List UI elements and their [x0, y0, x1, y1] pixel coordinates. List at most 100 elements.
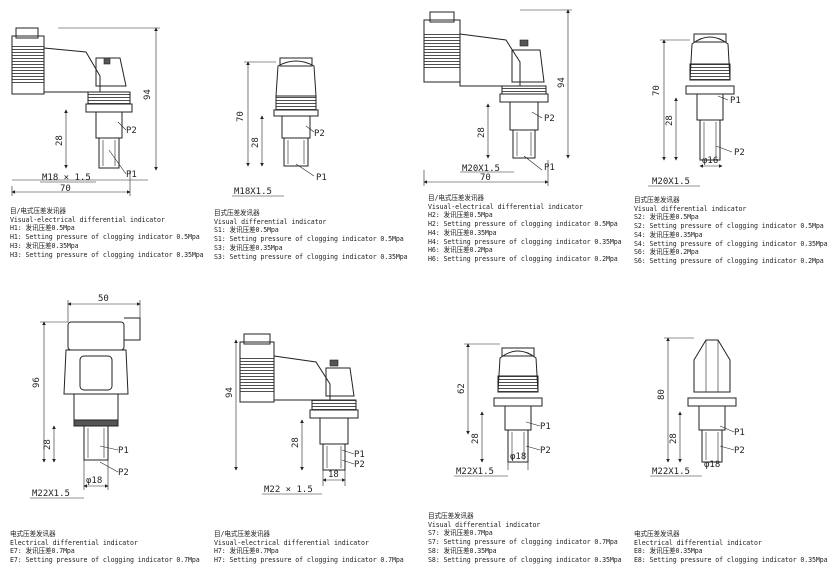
caption-line: 目/电式压差发讯器	[428, 194, 484, 202]
caption-line: S7: 发讯压差0.7Mpa	[428, 529, 493, 538]
caption-line: 电式压差发讯器	[634, 530, 680, 538]
d7-dia: φ18	[510, 452, 526, 462]
caption-line: S2: Setting pressure of clogging indicat…	[634, 222, 824, 231]
d6-h2: 28	[291, 437, 301, 448]
d1-height: 94	[143, 89, 153, 100]
d6-height: 94	[225, 387, 235, 398]
caption-line: H7: Setting pressure of clogging indicat…	[214, 556, 404, 565]
d1-width: 70	[60, 184, 71, 194]
caption-line: S1: 发讯压差0.5Mpa	[214, 226, 279, 235]
caption-line: S2: 发讯压差0.5Mpa	[634, 213, 699, 222]
d1-thread: M18 × 1.5	[42, 173, 91, 183]
d8-h2: 28	[669, 433, 679, 444]
d5-height: 96	[32, 377, 42, 388]
drawing-5-electrical-indicator	[30, 300, 141, 499]
caption-line: 目式压差发讯器	[634, 196, 680, 204]
d8-p1: P1	[734, 428, 745, 438]
caption-drawing-6: 目/电式压差发讯器 Visual-electrical differential…	[214, 530, 404, 565]
caption-line: Visual differential indicator	[214, 217, 327, 226]
caption-line: S7: Setting pressure of clogging indicat…	[428, 538, 618, 547]
caption-line: S6: Setting pressure of clogging indicat…	[634, 256, 824, 265]
caption-line: S4: 发讯压差0.35Mpa	[634, 230, 703, 239]
d8-height: 80	[657, 389, 667, 400]
caption-line: S3: 发讯压差0.35Mpa	[214, 243, 283, 252]
caption-line: H1: Setting pressure of clogging indicat…	[10, 233, 200, 242]
d7-p1: P1	[540, 422, 551, 432]
drawing-1-visual-electrical-indicator	[11, 27, 160, 196]
caption-line: S8: 发讯压差0.35Mpa	[428, 546, 497, 555]
d3-height: 94	[557, 77, 567, 88]
d1-p2: P2	[126, 126, 137, 136]
caption-line: 电式压差发讯器	[10, 530, 56, 538]
dimension-labels: 94 28 70 M18 × 1.5 P2 P1 70 28 M18X1.5 P…	[32, 77, 745, 499]
caption-line: H6: 发讯压差0.2Mpa	[428, 246, 493, 255]
d4-p2: P2	[734, 148, 745, 158]
d6-p1: P1	[354, 450, 365, 460]
caption-drawing-8: 电式压差发讯器 Electrical differential indicato…	[634, 530, 828, 565]
caption-drawing-7: 目式压差发讯器 Visual differential indicator S7…	[428, 512, 622, 564]
caption-line: H4: 发讯压差0.35Mpa	[428, 228, 497, 237]
drawing-7-visual-indicator	[454, 343, 543, 477]
caption-line: Visual-electrical differential indicator	[428, 202, 583, 211]
d5-p1: P1	[118, 446, 129, 456]
caption-drawing-3: 目/电式压差发讯器 Visual-electrical differential…	[428, 194, 622, 264]
caption-line: S4: Setting pressure of clogging indicat…	[634, 239, 828, 248]
d8-p2: P2	[734, 446, 745, 456]
d2-thread: M18X1.5	[234, 187, 272, 197]
d4-height: 70	[652, 85, 662, 96]
drawing-4-visual-indicator	[648, 33, 735, 187]
d3-p2: P2	[544, 114, 555, 124]
d1-p1: P1	[126, 170, 137, 180]
d4-dia: φ16	[702, 156, 718, 166]
d4-h2: 28	[665, 115, 675, 126]
caption-line: Visual-electrical differential indicator	[10, 215, 165, 224]
caption-line: H1: 发讯压差0.5Mpa	[10, 224, 75, 233]
drawing-6-visual-electrical-indicator	[234, 333, 359, 495]
d6-p2: P2	[354, 460, 365, 470]
d8-dia: φ18	[704, 460, 720, 470]
caption-line: E7: Setting pressure of clogging indicat…	[10, 556, 200, 565]
d7-h2: 28	[471, 433, 481, 444]
caption-drawing-4: 目式压差发讯器 Visual differential indicator S2…	[634, 196, 828, 266]
caption-line: Electrical differential indicator	[634, 538, 762, 547]
caption-line: H3: 发讯压差0.35Mpa	[10, 241, 79, 250]
caption-line: Electrical differential indicator	[10, 538, 138, 547]
d5-h2: 28	[43, 439, 53, 450]
d1-h2: 28	[55, 135, 65, 146]
caption-line: E8: 发讯压差0.35Mpa	[634, 547, 703, 556]
caption-line: S8: Setting pressure of clogging indicat…	[428, 555, 622, 564]
d4-thread: M20X1.5	[652, 177, 690, 187]
drawing-2-visual-indicator	[232, 57, 319, 197]
d5-thread: M22X1.5	[32, 489, 70, 499]
d3-h2: 28	[477, 127, 487, 138]
d6-thread: M22 × 1.5	[264, 485, 313, 495]
d3-thread: M20X1.5	[462, 164, 500, 174]
caption-line: S1: Setting pressure of clogging indicat…	[214, 235, 404, 244]
d2-p2: P2	[314, 129, 325, 139]
caption-line: Visual-electrical differential indicator	[214, 538, 369, 547]
d5-p2: P2	[118, 468, 129, 478]
d7-height: 62	[457, 383, 467, 394]
d5-dia: φ18	[86, 476, 102, 486]
caption-line: E8: Setting pressure of clogging indicat…	[634, 556, 828, 565]
d2-p1: P1	[316, 173, 327, 183]
caption-line: H2: Setting pressure of clogging indicat…	[428, 220, 618, 229]
caption-line: Visual differential indicator	[428, 520, 541, 529]
d2-h2: 28	[251, 137, 261, 148]
d7-thread: M22X1.5	[456, 467, 494, 477]
caption-drawing-5: 电式压差发讯器 Electrical differential indicato…	[10, 530, 200, 565]
d4-p1: P1	[730, 96, 741, 106]
caption-line: 目式压差发讯器	[428, 512, 474, 520]
d3-width: 70	[480, 173, 491, 183]
caption-line: H2: 发讯压差0.5Mpa	[428, 211, 493, 220]
caption-line: 目/电式压差发讯器	[10, 207, 66, 215]
drawing-8-electrical-indicator	[650, 337, 737, 477]
caption-line: 目式压差发讯器	[214, 209, 260, 217]
caption-line: S6: 发讯压差0.2Mpa	[634, 248, 699, 257]
drawing-3-visual-electrical-indicator	[423, 9, 572, 186]
caption-line: H6: Setting pressure of clogging indicat…	[428, 254, 618, 263]
caption-line: E7: 发讯压差0.7Mpa	[10, 547, 75, 556]
caption-drawing-2: 目式压差发讯器 Visual differential indicator S1…	[214, 209, 408, 261]
caption-drawing-1: 目/电式压差发讯器 Visual-electrical differential…	[10, 207, 204, 259]
